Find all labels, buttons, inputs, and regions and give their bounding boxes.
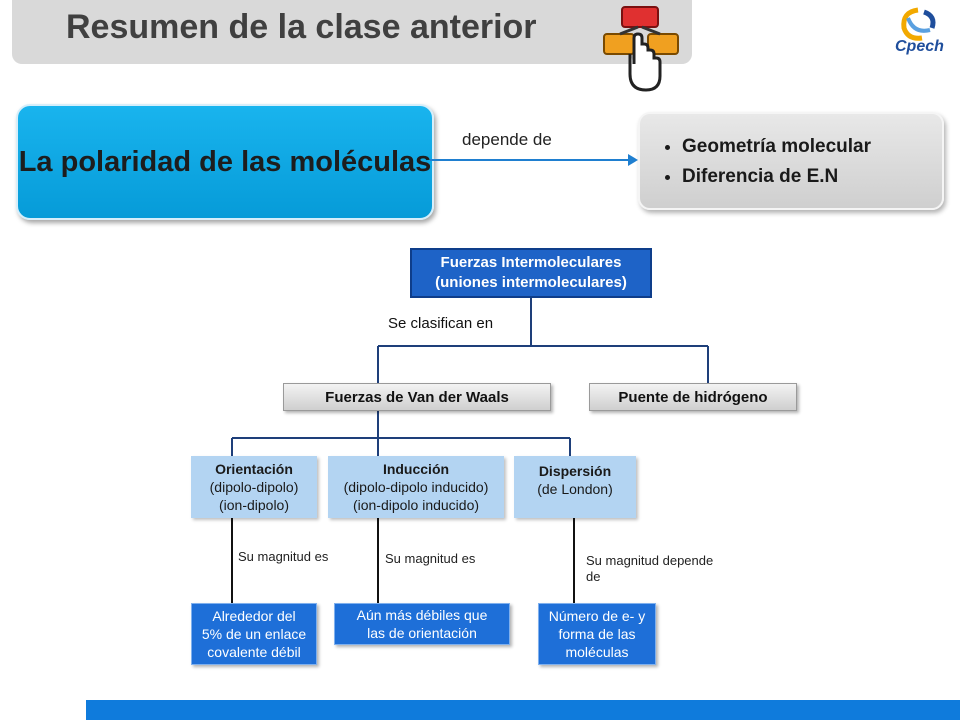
node-line: (ion-dipolo)	[218, 497, 290, 513]
hand-click-icon	[603, 6, 679, 92]
edge-label: Su magnitud depende	[586, 553, 714, 568]
dispersion-node: Dispersión (de London)	[514, 456, 636, 518]
node-line: Número de e- y	[548, 608, 646, 624]
factors-box: Geometría molecular Diferencia de E.N	[638, 112, 944, 210]
factor-item: Geometría molecular	[682, 132, 942, 162]
edge-label: Su magnitud es	[385, 551, 476, 566]
induction-node: Inducción (dipolo-dipolo inducido) (ion-…	[328, 456, 504, 518]
node-line: moléculas	[565, 644, 629, 660]
edge-label: Su magnitud es	[238, 549, 329, 564]
node-title: Orientación	[215, 461, 293, 477]
classify-label: Se clasifican en	[388, 315, 494, 332]
factors-list: Geometría molecular Diferencia de E.N	[662, 132, 942, 192]
title-bar	[12, 0, 692, 64]
node-line: (dipolo-dipolo)	[209, 479, 299, 495]
node-line: las de orientación	[367, 625, 477, 641]
node-line: Aún más débiles que	[356, 607, 488, 623]
factor-item: Diferencia de E.N	[682, 162, 942, 192]
logo-text: Cpech	[895, 38, 944, 55]
node-line: (ion-dipolo inducido)	[352, 497, 480, 513]
node-line: (uniones intermoleculares)	[435, 274, 627, 291]
node-line: (de London)	[537, 481, 613, 497]
node-line: 5% de un enlace	[201, 626, 307, 642]
page-title: Resumen de la clase anterior	[66, 8, 537, 46]
van-der-waals-node: Fuerzas de Van der Waals	[283, 383, 551, 411]
node-title: Inducción	[382, 461, 450, 477]
polarity-box: La polaridad de las moléculas	[16, 104, 434, 220]
node-line: Alrededor del	[212, 608, 296, 624]
hydrogen-bond-node: Puente de hidrógeno	[589, 383, 797, 411]
node-line: Fuerzas Intermoleculares	[440, 254, 622, 271]
cpech-logo-icon	[901, 7, 936, 41]
polarity-text: La polaridad de las moléculas	[18, 146, 432, 178]
result-node: Aún más débiles que las de orientación	[334, 603, 510, 645]
node-title: Dispersión	[538, 463, 612, 479]
node-line: (dipolo-dipolo inducido)	[343, 479, 489, 495]
node-line: forma de las	[558, 626, 636, 642]
connector-label: depende de	[462, 130, 552, 149]
intermolecular-forces-node: Fuerzas Intermoleculares (uniones interm…	[410, 248, 652, 298]
footer-bar	[86, 700, 960, 720]
node-line: covalente débil	[207, 644, 301, 660]
result-node: Número de e- y forma de las moléculas	[538, 603, 656, 665]
orientation-node: Orientación (dipolo-dipolo) (ion-dipolo)	[191, 456, 317, 518]
result-node: Alrededor del 5% de un enlace covalente …	[191, 603, 317, 665]
edge-label: de	[586, 569, 601, 584]
depends-arrow	[430, 154, 638, 166]
